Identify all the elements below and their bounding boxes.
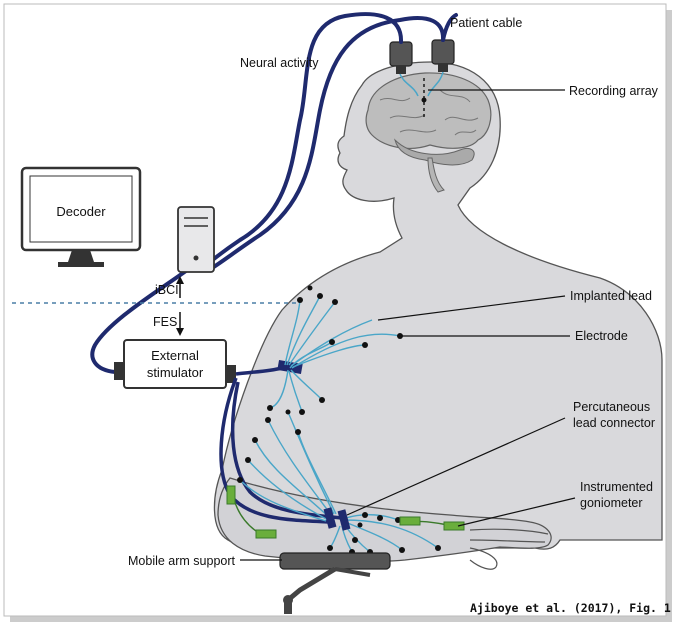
label-goniometer-1: Instrumented — [580, 480, 653, 494]
label-implanted-lead: Implanted lead — [570, 289, 652, 303]
implanted-leads-upper — [269, 295, 401, 413]
label-goniometer-2: goniometer — [580, 496, 643, 510]
label-electrode: Electrode — [575, 329, 628, 343]
label-patient-cable: Patient cable — [450, 16, 522, 30]
label-percutaneous-2: lead connector — [573, 416, 655, 430]
label-external-stimulator-1: External — [151, 348, 199, 363]
label-neural-activity: Neural activity — [240, 56, 319, 70]
fes-arrow-down — [176, 312, 184, 336]
computer-tower — [177, 206, 215, 273]
decoder-stimulator-cable — [90, 266, 192, 374]
goniometer — [226, 485, 465, 539]
decoder-monitor — [20, 166, 142, 267]
mobile-arm-support — [279, 552, 391, 614]
label-percutaneous-1: Percutaneous — [573, 400, 650, 414]
external-stimulator-box — [114, 339, 236, 389]
leader-lines — [240, 89, 576, 561]
percutaneous-connectors — [323, 507, 351, 531]
patient-cable-connectors — [389, 39, 455, 74]
label-fes: FES — [153, 315, 177, 329]
brain — [365, 72, 492, 193]
array-leads — [399, 71, 444, 97]
citation: Ajiboye et al. (2017), Fig. 1 — [470, 601, 671, 615]
label-external-stimulator-2: stimulator — [147, 365, 204, 380]
label-mobile-arm-support: Mobile arm support — [128, 554, 236, 568]
label-ibci: iBCI — [155, 283, 179, 297]
patient-cables — [208, 12, 458, 270]
recording-array-point — [421, 97, 427, 103]
hand-fingers — [469, 528, 549, 570]
label-decoder: Decoder — [56, 204, 106, 219]
label-recording-array: Recording array — [569, 84, 659, 98]
forearm — [217, 477, 552, 563]
ibci-arrow-up — [176, 276, 184, 298]
